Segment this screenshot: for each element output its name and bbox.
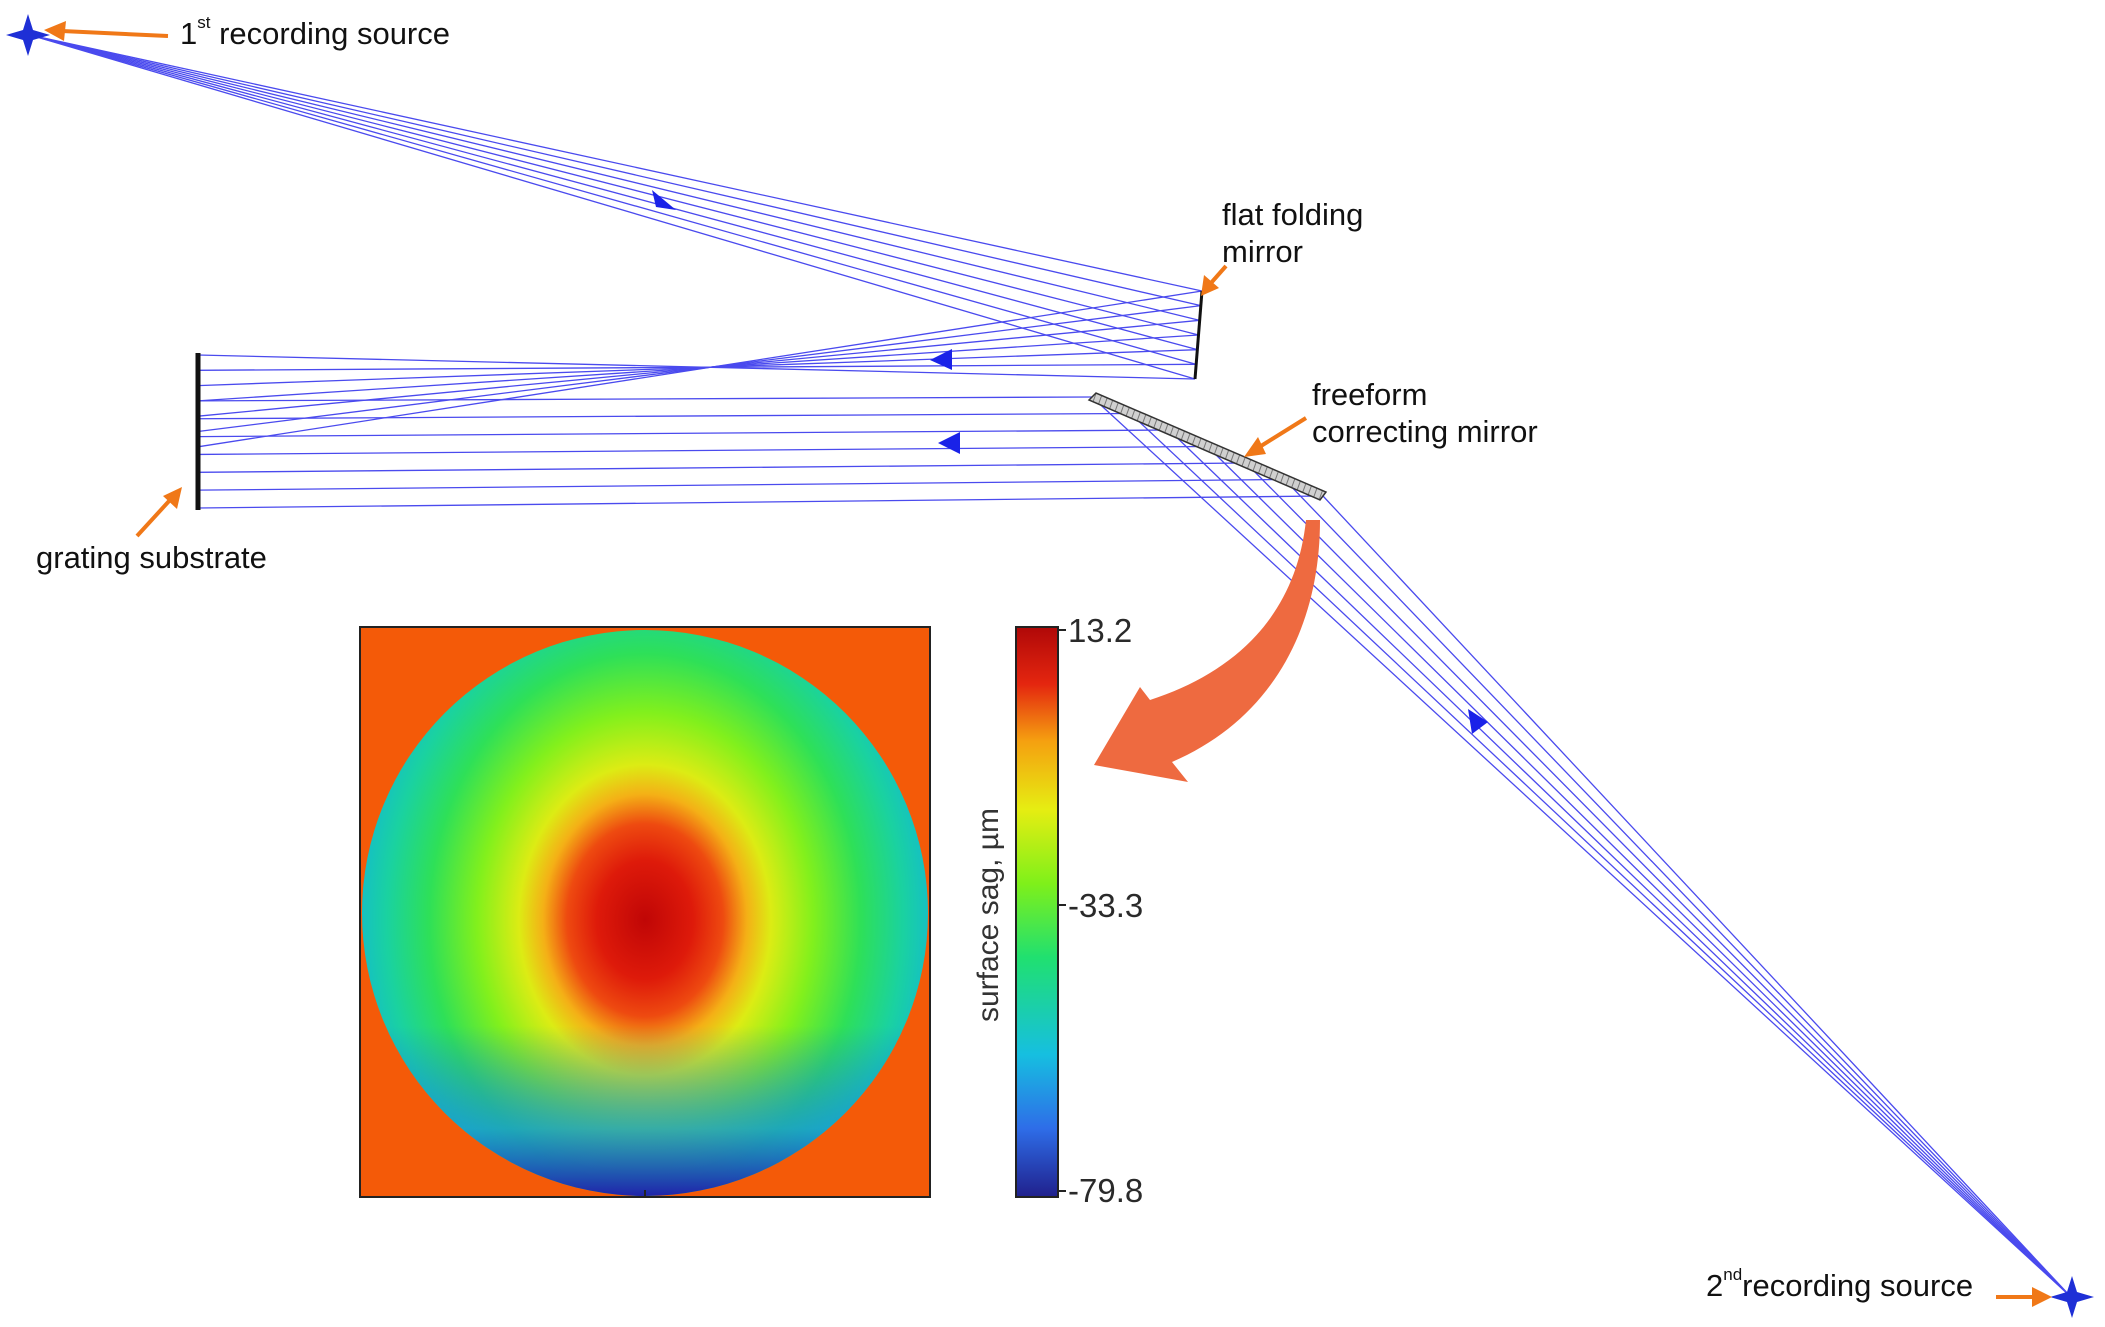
pointer-freeform-mirror	[1259, 416, 1308, 448]
colorbar-tick-label-min: -79.8	[1068, 1172, 1143, 1209]
label-source2: 2ndrecording source	[1706, 1265, 1973, 1303]
pointer-head-source2	[2032, 1287, 2052, 1307]
arrowhead-source1-beam	[652, 190, 676, 210]
pointer-source1	[61, 29, 169, 38]
curved-callout-arrow	[1094, 520, 1320, 782]
label-source1: 1st recording source	[180, 13, 450, 51]
star-icon	[2050, 1276, 2094, 1318]
ray-direction-arrows	[652, 190, 1488, 734]
colorbar-tick-label-mid: -33.3	[1068, 887, 1143, 924]
ray-source1-to-folding-mirror	[29, 34, 1198, 351]
colorbar: 13.2 -33.3 -79.8 surface sag, µm	[972, 612, 1143, 1209]
pointer-head-grating	[163, 487, 182, 509]
pointer-grating	[135, 498, 172, 538]
label-source1-text: recording source	[210, 16, 450, 51]
ray-freeform-mirror-to-grating	[197, 429, 1170, 438]
ray-source1-to-folding-mirror	[29, 34, 1199, 336]
label-grating-substrate: grating substrate	[36, 540, 267, 575]
ray-folding-mirror-to-grating	[197, 354, 1196, 380]
flat-folding-mirror	[1193, 290, 1204, 380]
ray-source2-to-freeform-mirror	[1207, 446, 2071, 1297]
ray-source2-to-freeform-mirror	[1245, 462, 2071, 1297]
label-source1-number: 1	[180, 16, 197, 51]
pointer-head-source1	[44, 21, 66, 41]
colorbar-scale	[1015, 626, 1059, 1198]
ray-source1-to-folding-mirror	[29, 34, 1200, 321]
ray-source2-to-freeform-mirror	[1091, 396, 2071, 1297]
star-icon	[6, 14, 50, 56]
label-freeform-mirror-line2: correcting mirror	[1312, 414, 1538, 449]
ray-source2-to-freeform-mirror	[1284, 479, 2071, 1297]
label-freeform-mirror-line1: freeform	[1312, 377, 1427, 412]
colorbar-tick-label-max: 13.2	[1068, 612, 1132, 649]
sag-map-edge-shading	[362, 630, 928, 1196]
label-source1-superscript: st	[197, 13, 211, 32]
ray-freeform-mirror-to-grating	[197, 462, 1247, 473]
ray-source2-to-freeform-mirror	[1168, 429, 2071, 1297]
ray-freeform-mirror-to-grating	[197, 445, 1208, 456]
label-folding-mirror-line2: mirror	[1222, 234, 1303, 269]
freeform-correcting-mirror	[1087, 392, 1328, 501]
label-folding-mirror-line1: flat folding	[1222, 197, 1363, 232]
ray-bundle	[29, 34, 2071, 1297]
ray-source2-to-freeform-mirror	[1322, 495, 2071, 1297]
pointer-head-freeform-mirror	[1244, 437, 1266, 457]
arrowhead-source2-beam	[1468, 709, 1488, 734]
ray-source2-to-freeform-mirror	[1130, 413, 2071, 1297]
pointer-head-folding-mirror	[1201, 275, 1219, 296]
colorbar-title: surface sag, µm	[972, 808, 1005, 1022]
label-source2-superscript: nd	[1723, 1265, 1742, 1284]
arrowhead-folded-beam	[930, 349, 952, 370]
label-source2-number: 2	[1706, 1268, 1723, 1303]
surface-sag-map	[359, 626, 931, 1198]
ray-source1-to-folding-mirror	[29, 34, 1201, 307]
ray-source1-to-folding-mirror	[29, 34, 1203, 292]
ray-freeform-mirror-to-grating	[197, 478, 1285, 491]
label-source2-text: recording source	[1742, 1268, 1973, 1303]
arrowhead-freeform-beam	[938, 432, 960, 454]
ray-freeform-mirror-to-grating	[197, 495, 1324, 509]
ray-freeform-mirror-to-grating	[197, 396, 1093, 402]
ray-source1-to-folding-mirror	[29, 34, 1197, 365]
label-pointers	[44, 21, 2052, 1307]
pointer-folding-mirror	[1209, 264, 1228, 285]
ray-source1-to-folding-mirror	[29, 34, 1196, 380]
ray-freeform-mirror-to-grating	[197, 412, 1131, 420]
